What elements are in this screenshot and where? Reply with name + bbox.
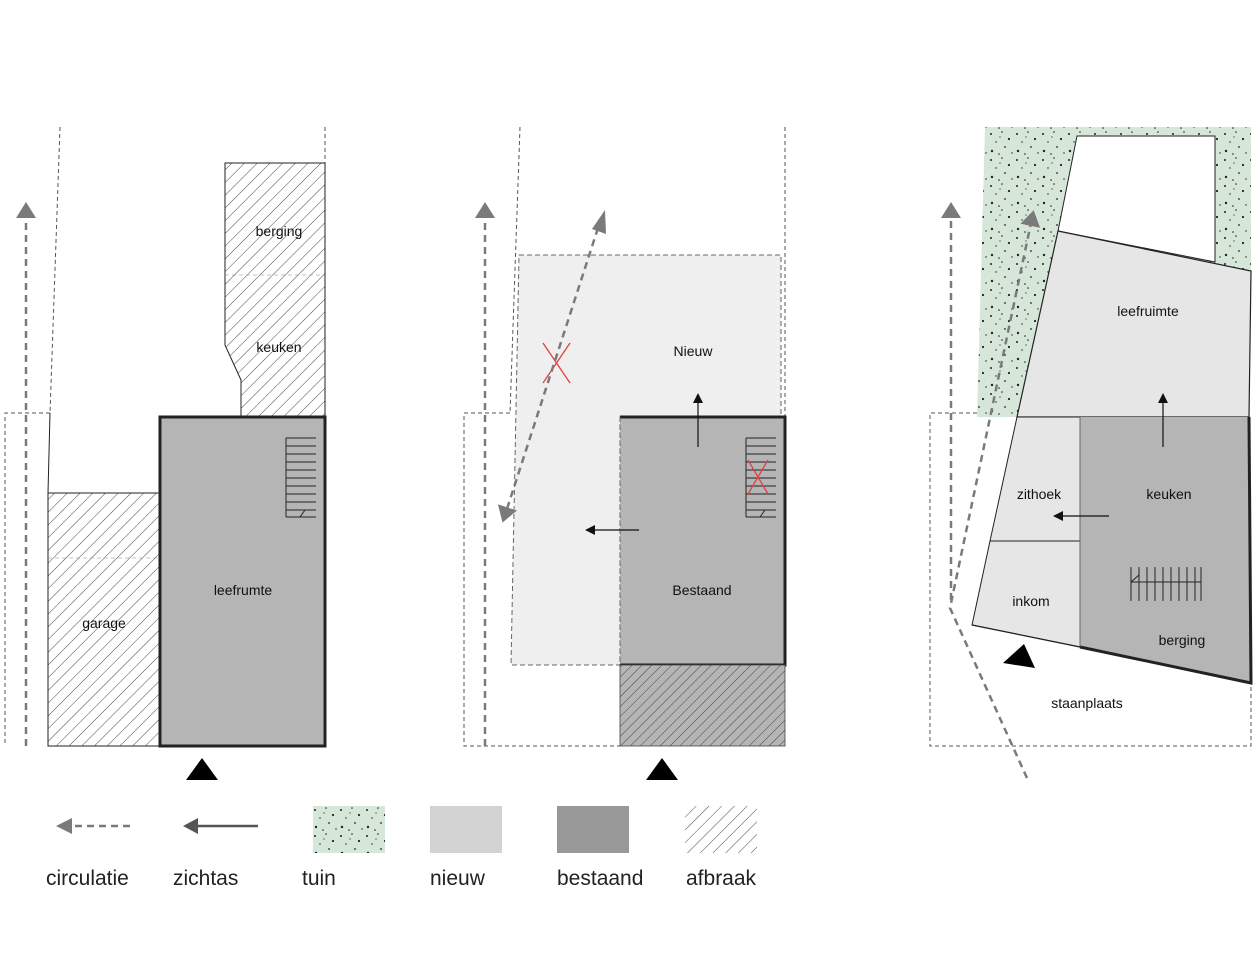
legend: circulatie zichtas tuin nieuw bestaand a… [46, 806, 757, 890]
legend-item-tuin: tuin [302, 806, 385, 890]
legend-label-nieuw: nieuw [430, 867, 486, 890]
label-keuken: keuken [256, 339, 301, 355]
legend-label-afbraak: afbraak [686, 867, 757, 890]
circulatie-arrow [948, 210, 1041, 779]
site-boundary [4, 126, 326, 746]
label-staanplaats: staanplaats [1051, 695, 1123, 711]
label-leefrumte: leefrumte [214, 582, 273, 598]
legend-item-afbraak: afbraak [685, 806, 757, 890]
legend-item-nieuw: nieuw [430, 806, 502, 890]
afbraak-volume [619, 664, 786, 747]
label-bestaand: Bestaand [672, 582, 731, 598]
bestaand-volume [620, 417, 785, 665]
legend-label-zichtas: zichtas [173, 867, 238, 890]
site-boundary [929, 412, 1252, 747]
triangle-entrance-icon [646, 758, 678, 780]
circulatie-arrow-diagonal [497, 227, 600, 523]
bestaand-keuken-berging [1080, 417, 1251, 683]
legend-label-circulatie: circulatie [46, 867, 129, 890]
panel-intervention: Nieuw Bestaand [463, 126, 787, 780]
label-berging: berging [1159, 632, 1206, 648]
circulatie-arrow-head-top [592, 210, 606, 234]
label-berging: berging [256, 223, 303, 239]
label-garage: garage [82, 615, 126, 631]
panel-existing-situation: berging keuken leefrumte garage [4, 126, 327, 780]
cross-mark-icon [542, 342, 571, 384]
legend-item-circulatie: circulatie [46, 818, 130, 890]
nieuw-zithoek [989, 416, 1081, 542]
legend-label-bestaand: bestaand [557, 867, 643, 890]
legend-label-tuin: tuin [302, 867, 336, 890]
legend-item-zichtas: zichtas [173, 818, 258, 890]
label-nieuw: Nieuw [674, 343, 714, 359]
afbraak-berging-keuken [224, 162, 326, 418]
cross-mark-icon [747, 459, 769, 495]
site-boundary [463, 126, 786, 747]
triangle-entrance-icon [1003, 644, 1035, 668]
stair-icon [285, 437, 316, 518]
label-inkom: inkom [1012, 593, 1049, 609]
label-zithoek: zithoek [1017, 486, 1062, 502]
stair-icon [1130, 567, 1202, 601]
afbraak-garage [47, 492, 161, 747]
panel-new-situation: leefruimte zithoek keuken inkom berging … [929, 127, 1253, 779]
triangle-entrance-icon [186, 758, 218, 780]
stair-icon [745, 437, 776, 518]
legend-item-bestaand: bestaand [557, 806, 643, 890]
bestaand-leefrumte [158, 415, 327, 748]
courtyard-void [1057, 135, 1216, 263]
label-leefruimte: leefruimte [1117, 303, 1179, 319]
label-keuken: keuken [1146, 486, 1191, 502]
